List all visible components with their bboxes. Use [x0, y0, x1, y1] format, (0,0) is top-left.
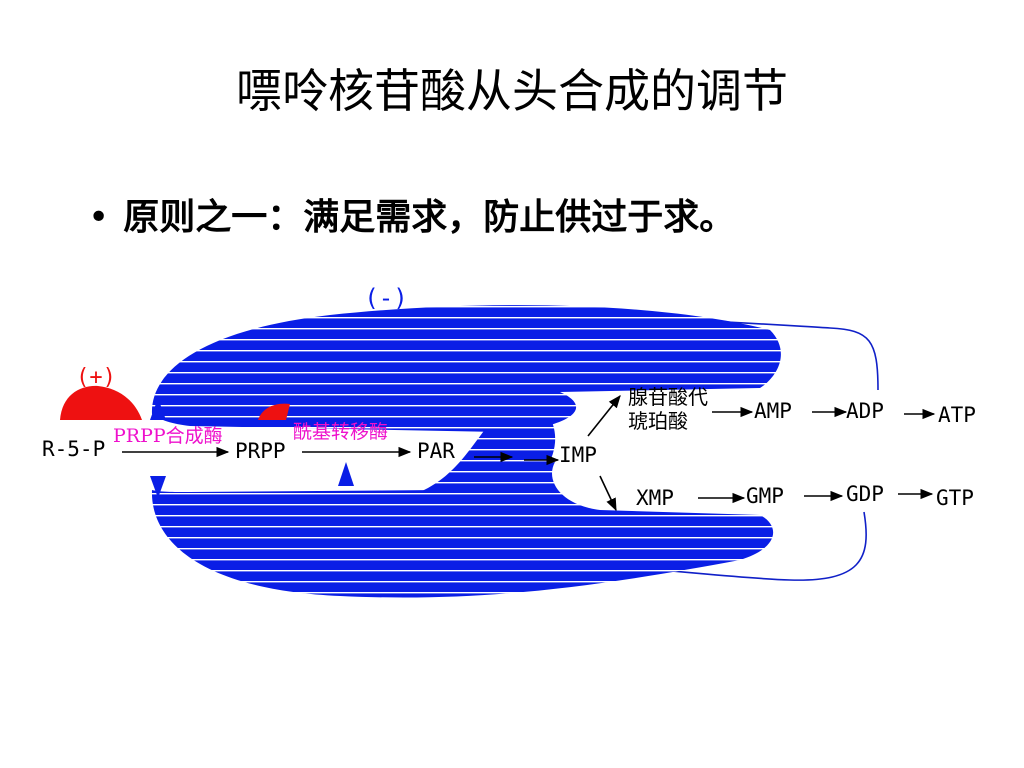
arrow-imp-adenylosuccinate	[587, 395, 621, 437]
node-adenylosuccinate-line2: 琥珀酸	[628, 409, 688, 433]
bullet-marker: •	[88, 197, 110, 238]
negative-sign: (-)	[364, 284, 407, 312]
bullet-text: 原则之一：满足需求，防止供过于求。	[123, 197, 736, 238]
node-prpp: PRPP	[235, 439, 286, 463]
node-amp: AMP	[754, 399, 792, 423]
positive-sign: (+)	[76, 365, 116, 390]
feedback-arrowhead-top	[150, 398, 166, 420]
slide-title: 嘌呤核苷酸从头合成的调节	[236, 64, 788, 118]
middle-feedback-lobe	[420, 395, 556, 492]
node-atp: ATP	[938, 403, 976, 427]
bullet-point: • 原则之一：满足需求，防止供过于求。	[88, 188, 735, 240]
top-feedback-inhibition-shape	[151, 305, 781, 432]
amidotransferase-activation-shape	[258, 403, 290, 420]
node-par: PAR	[417, 439, 455, 463]
node-gmp: GMP	[746, 484, 784, 508]
bottom-feedback-inhibition-shape	[151, 462, 774, 598]
feedback-arrowhead-par	[338, 462, 354, 486]
node-xmp: XMP	[636, 486, 674, 510]
enzyme-prpp-synthetase: PRPP合成酶	[113, 425, 223, 447]
node-gtp: GTP	[936, 486, 974, 510]
node-imp: IMP	[559, 443, 597, 467]
node-adenylosuccinate-line1: 腺苷酸代	[628, 385, 708, 409]
enzyme-amidotransferase: 酰基转移酶	[293, 421, 388, 443]
arrow-imp-xmp	[599, 475, 617, 512]
node-gdp: GDP	[846, 482, 884, 506]
node-adp: ADP	[846, 399, 884, 423]
prpp-activation-shape	[60, 385, 142, 420]
node-r5p: R-5-P	[42, 437, 105, 461]
feedback-arrowhead-bottom	[150, 476, 166, 498]
